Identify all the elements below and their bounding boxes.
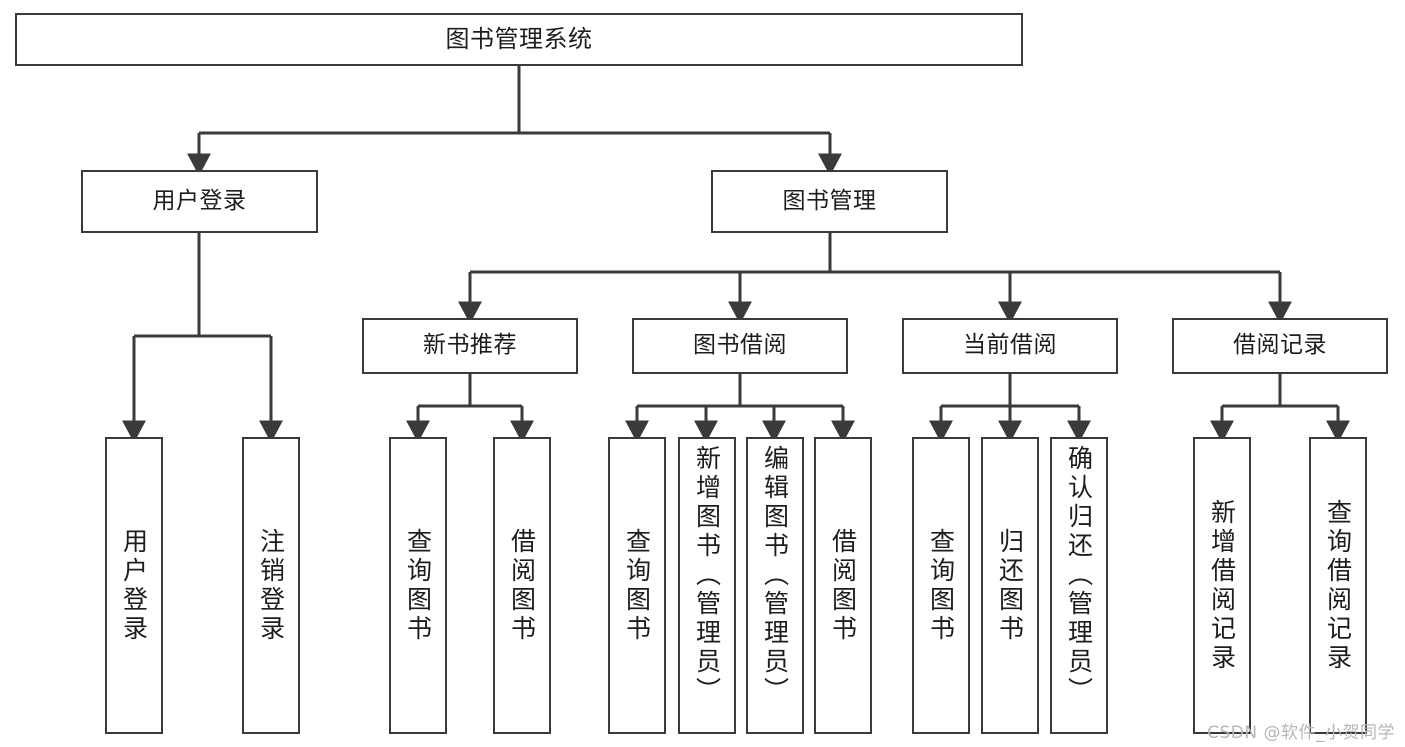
leaf-user-login-signout-label: 注销登录 [256,527,286,644]
leaf-record-add-record-label: 新增借阅记录 [1207,498,1237,673]
node-user-login-label: 用户登录 [152,187,247,214]
leaf-newbook-borrow-book-label: 借阅图书 [507,527,537,644]
node-book-borrow-label: 图书借阅 [693,332,787,359]
leaf-borrow-query-book-label: 查询图书 [622,527,652,644]
leaf-current-query-book[interactable]: 查询图书 [912,437,970,734]
node-book-borrow[interactable]: 图书借阅 [632,318,848,374]
node-current-borrow[interactable]: 当前借阅 [902,318,1118,374]
node-new-book-recommend-label: 新书推荐 [423,332,517,359]
node-borrow-record-label: 借阅记录 [1233,332,1327,359]
leaf-user-login-signout[interactable]: 注销登录 [242,437,300,734]
leaf-newbook-query-book-label: 查询图书 [403,527,433,644]
node-book-management[interactable]: 图书管理 [711,170,948,233]
leaf-current-return-book[interactable]: 归还图书 [981,437,1039,734]
leaf-current-return-book-label: 归还图书 [995,527,1025,644]
leaf-borrow-edit-book-admin-label: 编辑图书（管理员） [760,445,790,706]
node-new-book-recommend[interactable]: 新书推荐 [362,318,578,374]
node-borrow-record[interactable]: 借阅记录 [1172,318,1388,374]
node-user-login[interactable]: 用户登录 [81,170,318,233]
leaf-newbook-borrow-book[interactable]: 借阅图书 [493,437,551,734]
leaf-user-login-signin[interactable]: 用户登录 [105,437,163,734]
node-root-system-label: 图书管理系统 [445,25,593,54]
leaf-borrow-borrow-book[interactable]: 借阅图书 [814,437,872,734]
leaf-current-confirm-return-admin[interactable]: 确认归还（管理员） [1050,437,1108,734]
leaf-borrow-add-book-admin-label: 新增图书（管理员） [692,445,722,706]
leaf-borrow-query-book[interactable]: 查询图书 [608,437,666,734]
leaf-newbook-query-book[interactable]: 查询图书 [389,437,447,734]
leaf-borrow-edit-book-admin[interactable]: 编辑图书（管理员） [746,437,804,734]
leaf-current-query-book-label: 查询图书 [926,527,956,644]
leaf-borrow-borrow-book-label: 借阅图书 [828,527,858,644]
node-root-system[interactable]: 图书管理系统 [15,13,1023,66]
leaf-record-add-record[interactable]: 新增借阅记录 [1193,437,1251,734]
leaf-borrow-add-book-admin[interactable]: 新增图书（管理员） [678,437,736,734]
leaf-record-query-record[interactable]: 查询借阅记录 [1309,437,1367,734]
node-book-management-label: 图书管理 [782,187,877,214]
leaf-record-query-record-label: 查询借阅记录 [1323,498,1353,673]
leaf-current-confirm-return-admin-label: 确认归还（管理员） [1064,445,1094,706]
node-current-borrow-label: 当前借阅 [963,332,1057,359]
leaf-user-login-signin-label: 用户登录 [119,527,149,644]
